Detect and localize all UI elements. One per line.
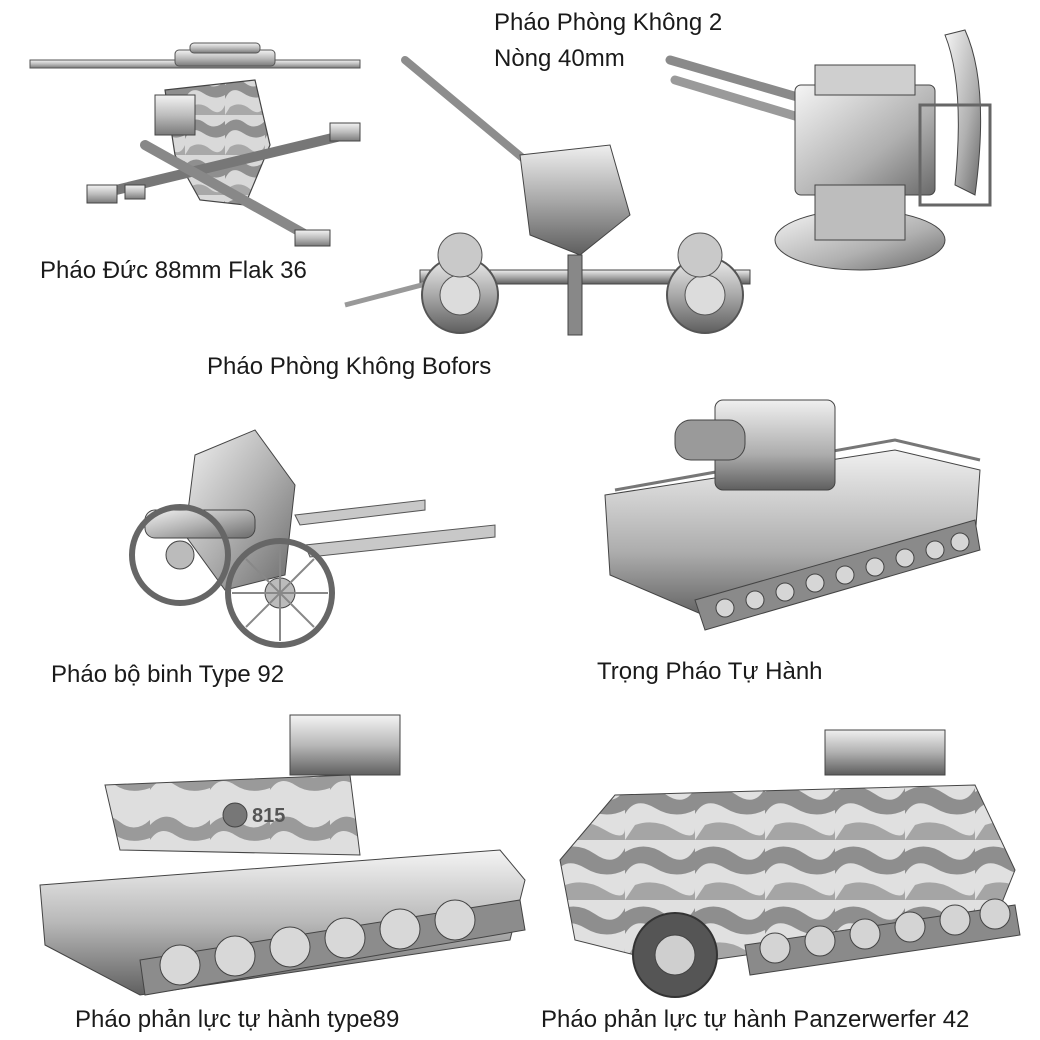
type92-model [125,425,500,655]
type89-model: 815 [30,710,530,1010]
heavy-sp-caption: Trọng Pháo Tự Hành [597,658,823,685]
type92-caption: Pháo bộ binh Type 92 [51,661,285,688]
bofors-caption: Pháo Phòng Không Bofors [207,353,492,380]
flak36-caption: Pháo Đức 88mm Flak 36 [40,257,307,284]
type89-caption: Pháo phản lực tự hành type89 [75,1006,400,1033]
type89-decal: 815 [252,805,285,827]
twin40-caption-line1: Pháo Phòng Không 2 [494,9,723,36]
twin40-caption-line2: Nòng 40mm [494,45,625,72]
panzerwerfer-caption: Pháo phản lực tự hành Panzerwerfer 42 [541,1006,970,1033]
heavy-sp-model [595,380,990,635]
bofors-model [340,55,760,355]
twin40-model [665,25,1015,285]
flak36-model [25,35,370,250]
panzerwerfer-model [555,720,1025,1010]
